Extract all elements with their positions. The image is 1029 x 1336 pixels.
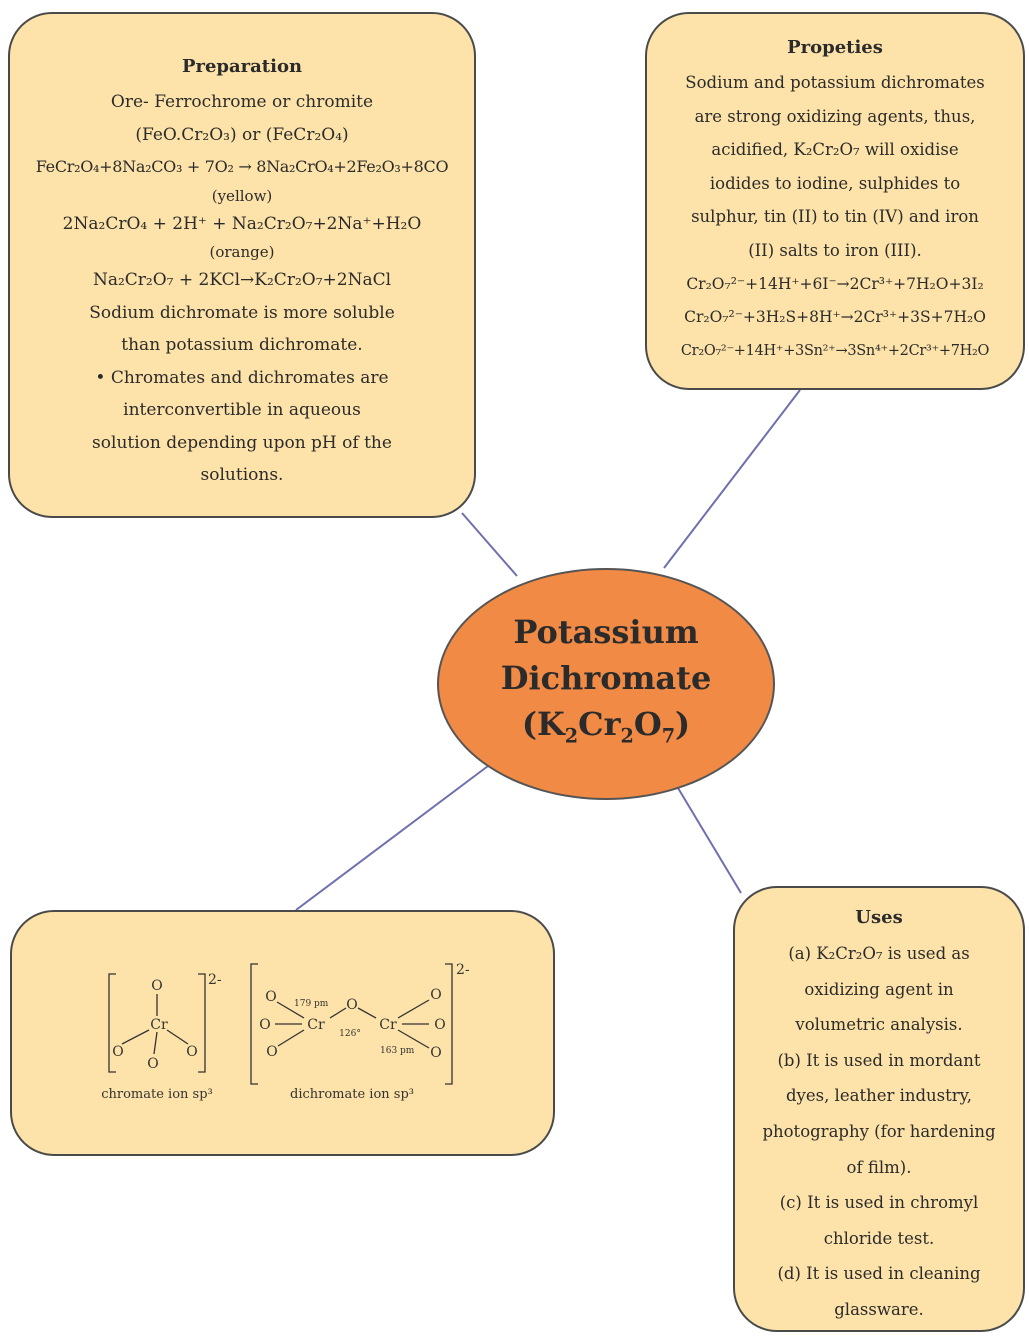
right-bracket bbox=[445, 963, 453, 1085]
uses-line: (d) It is used in cleaning bbox=[777, 1264, 981, 1284]
preparation-line: Sodium dichromate is more soluble bbox=[89, 302, 395, 323]
oxygen-label: O bbox=[265, 989, 276, 1005]
bond-line bbox=[397, 999, 430, 1019]
left-bracket bbox=[250, 963, 258, 1085]
chromate-caption: chromate ion sp³ bbox=[101, 1087, 213, 1102]
preparation-line: FeCr₂O₄+8Na₂CO₃ + 7O₂ → 8Na₂CrO₄+2Fe₂O₃+… bbox=[35, 157, 449, 176]
properties-line: Cr₂O₇²⁻+14H⁺+3Sn²⁺→3Sn⁴⁺+2Cr³⁺+7H₂O bbox=[680, 342, 990, 359]
oxygen-label: O bbox=[147, 1056, 158, 1072]
formula-subscript: 2 bbox=[564, 724, 579, 748]
chromium-label: Cr bbox=[379, 1017, 397, 1033]
preparation-line: than potassium dichromate. bbox=[121, 335, 363, 355]
preparation-line: interconvertible in aqueous bbox=[123, 400, 361, 420]
bond-line bbox=[357, 1007, 377, 1019]
oxygen-label: O bbox=[430, 987, 441, 1003]
properties-line: Sodium and potassium dichromates bbox=[685, 73, 985, 92]
formula-part: O bbox=[633, 704, 662, 743]
preparation-box: Preparation Ore- Ferrochrome or chromite… bbox=[8, 12, 476, 518]
uses-title: Uses bbox=[855, 907, 903, 928]
formula-part: ) bbox=[675, 704, 691, 743]
connector-properties bbox=[663, 389, 801, 569]
formula-subscript: 7 bbox=[661, 724, 676, 748]
oxygen-label: O bbox=[186, 1044, 197, 1060]
preparation-line: (FeO.Cr₂O₃) or (FeCr₂O₄) bbox=[135, 124, 349, 145]
center-formula: (K2Cr2O7) bbox=[522, 701, 690, 759]
connector-uses bbox=[677, 787, 742, 894]
preparation-line: • Chromates and dichromates are bbox=[95, 367, 389, 388]
bridge-bond-length: 179 pm bbox=[294, 999, 329, 1009]
dichromate-caption: dichromate ion sp³ bbox=[290, 1087, 414, 1102]
bond-line bbox=[277, 1029, 305, 1047]
properties-title: Propeties bbox=[787, 37, 883, 58]
uses-line: oxidizing agent in bbox=[804, 979, 954, 999]
chromium-label: Cr bbox=[307, 1017, 325, 1033]
connector-structures bbox=[295, 765, 489, 911]
dichromate-ion-structure bbox=[250, 963, 453, 1085]
properties-line: Cr₂O₇²⁻+14H⁺+6I⁻→2Cr³⁺+7H₂O+3I₂ bbox=[686, 274, 984, 293]
oxygen-label: O bbox=[112, 1044, 123, 1060]
bond-angle-label: 126° bbox=[339, 1029, 361, 1039]
oxygen-label: O bbox=[151, 978, 162, 994]
connector-preparation bbox=[461, 512, 518, 577]
properties-line: (II) salts to iron (III). bbox=[748, 240, 922, 260]
formula-part: (K bbox=[521, 704, 565, 743]
uses-line: (b) It is used in mordant bbox=[777, 1050, 981, 1070]
center-title-line2: Dichromate bbox=[500, 658, 712, 697]
preparation-line: solutions. bbox=[200, 465, 284, 485]
right-bracket bbox=[198, 973, 206, 1073]
preparation-line: Na₂Cr₂O₇ + 2KCl→K₂Cr₂O₇+2NaCl bbox=[92, 270, 392, 290]
oxygen-label: O bbox=[259, 1017, 270, 1033]
properties-line: are strong oxidizing agents, thus, bbox=[694, 106, 976, 126]
dichromate-charge: 2- bbox=[456, 962, 470, 978]
uses-line: (c) It is used in chromyl bbox=[779, 1193, 979, 1213]
preparation-line: solution depending upon pH of the bbox=[92, 432, 392, 453]
properties-line: acidified, K₂Cr₂O₇ will oxidise bbox=[711, 140, 959, 160]
uses-line: (a) K₂Cr₂O₇ is used as bbox=[788, 944, 970, 963]
center-title-line1: Potassium bbox=[513, 612, 699, 651]
uses-box: Uses (a) K₂Cr₂O₇ is used as oxidizing ag… bbox=[733, 886, 1025, 1332]
properties-line: Cr₂O₇²⁻+3H₂S+8H⁺→2Cr³⁺+3S+7H₂O bbox=[684, 308, 986, 327]
oxygen-label: O bbox=[346, 997, 357, 1013]
preparation-title: Preparation bbox=[181, 56, 303, 77]
uses-line: dyes, leather industry, bbox=[785, 1086, 973, 1106]
oxygen-label: O bbox=[430, 1045, 441, 1061]
oxygen-label: O bbox=[434, 1017, 445, 1033]
formula-part: Cr bbox=[578, 704, 621, 743]
preparation-line: Ore- Ferrochrome or chromite bbox=[110, 92, 374, 112]
uses-line: photography (for hardening bbox=[762, 1121, 996, 1141]
uses-line: volumetric analysis. bbox=[795, 1015, 963, 1035]
structures-box: O Cr O O O 2- chromate ion sp³ O O O Cr … bbox=[10, 910, 555, 1156]
left-bracket bbox=[108, 973, 116, 1073]
bond-line bbox=[329, 1007, 347, 1019]
bond-line bbox=[121, 1029, 150, 1045]
center-topic-ellipse: Potassium Dichromate (K2Cr2O7) bbox=[437, 568, 775, 800]
properties-line: iodides to iodine, sulphides to bbox=[709, 173, 961, 193]
preparation-line: (yellow) bbox=[211, 186, 273, 205]
bond-line bbox=[397, 1029, 430, 1049]
uses-line: chloride test. bbox=[823, 1228, 935, 1248]
uses-line: of film). bbox=[846, 1157, 912, 1177]
bond-line bbox=[166, 1029, 189, 1045]
ion-structures-diagram: O Cr O O O 2- chromate ion sp³ O O O Cr … bbox=[101, 962, 470, 1102]
chromate-ion-structure bbox=[108, 973, 206, 1073]
properties-box: Propeties Sodium and potassium dichromat… bbox=[645, 12, 1025, 390]
terminal-bond-length: 163 pm bbox=[380, 1046, 415, 1056]
properties-line: sulphur, tin (II) to tin (IV) and iron bbox=[691, 207, 979, 227]
bond-line bbox=[276, 1001, 305, 1019]
uses-line: glassware. bbox=[834, 1299, 924, 1319]
chromate-charge: 2- bbox=[208, 972, 222, 988]
preparation-line: 2Na₂CrO₄ + 2H⁺ + Na₂Cr₂O₇+2Na⁺+H₂O bbox=[62, 213, 422, 234]
preparation-line: (orange) bbox=[209, 243, 275, 261]
bond-line bbox=[153, 1031, 158, 1055]
oxygen-label: O bbox=[266, 1044, 277, 1060]
chromium-label: Cr bbox=[150, 1017, 168, 1033]
formula-subscript: 2 bbox=[620, 724, 634, 748]
